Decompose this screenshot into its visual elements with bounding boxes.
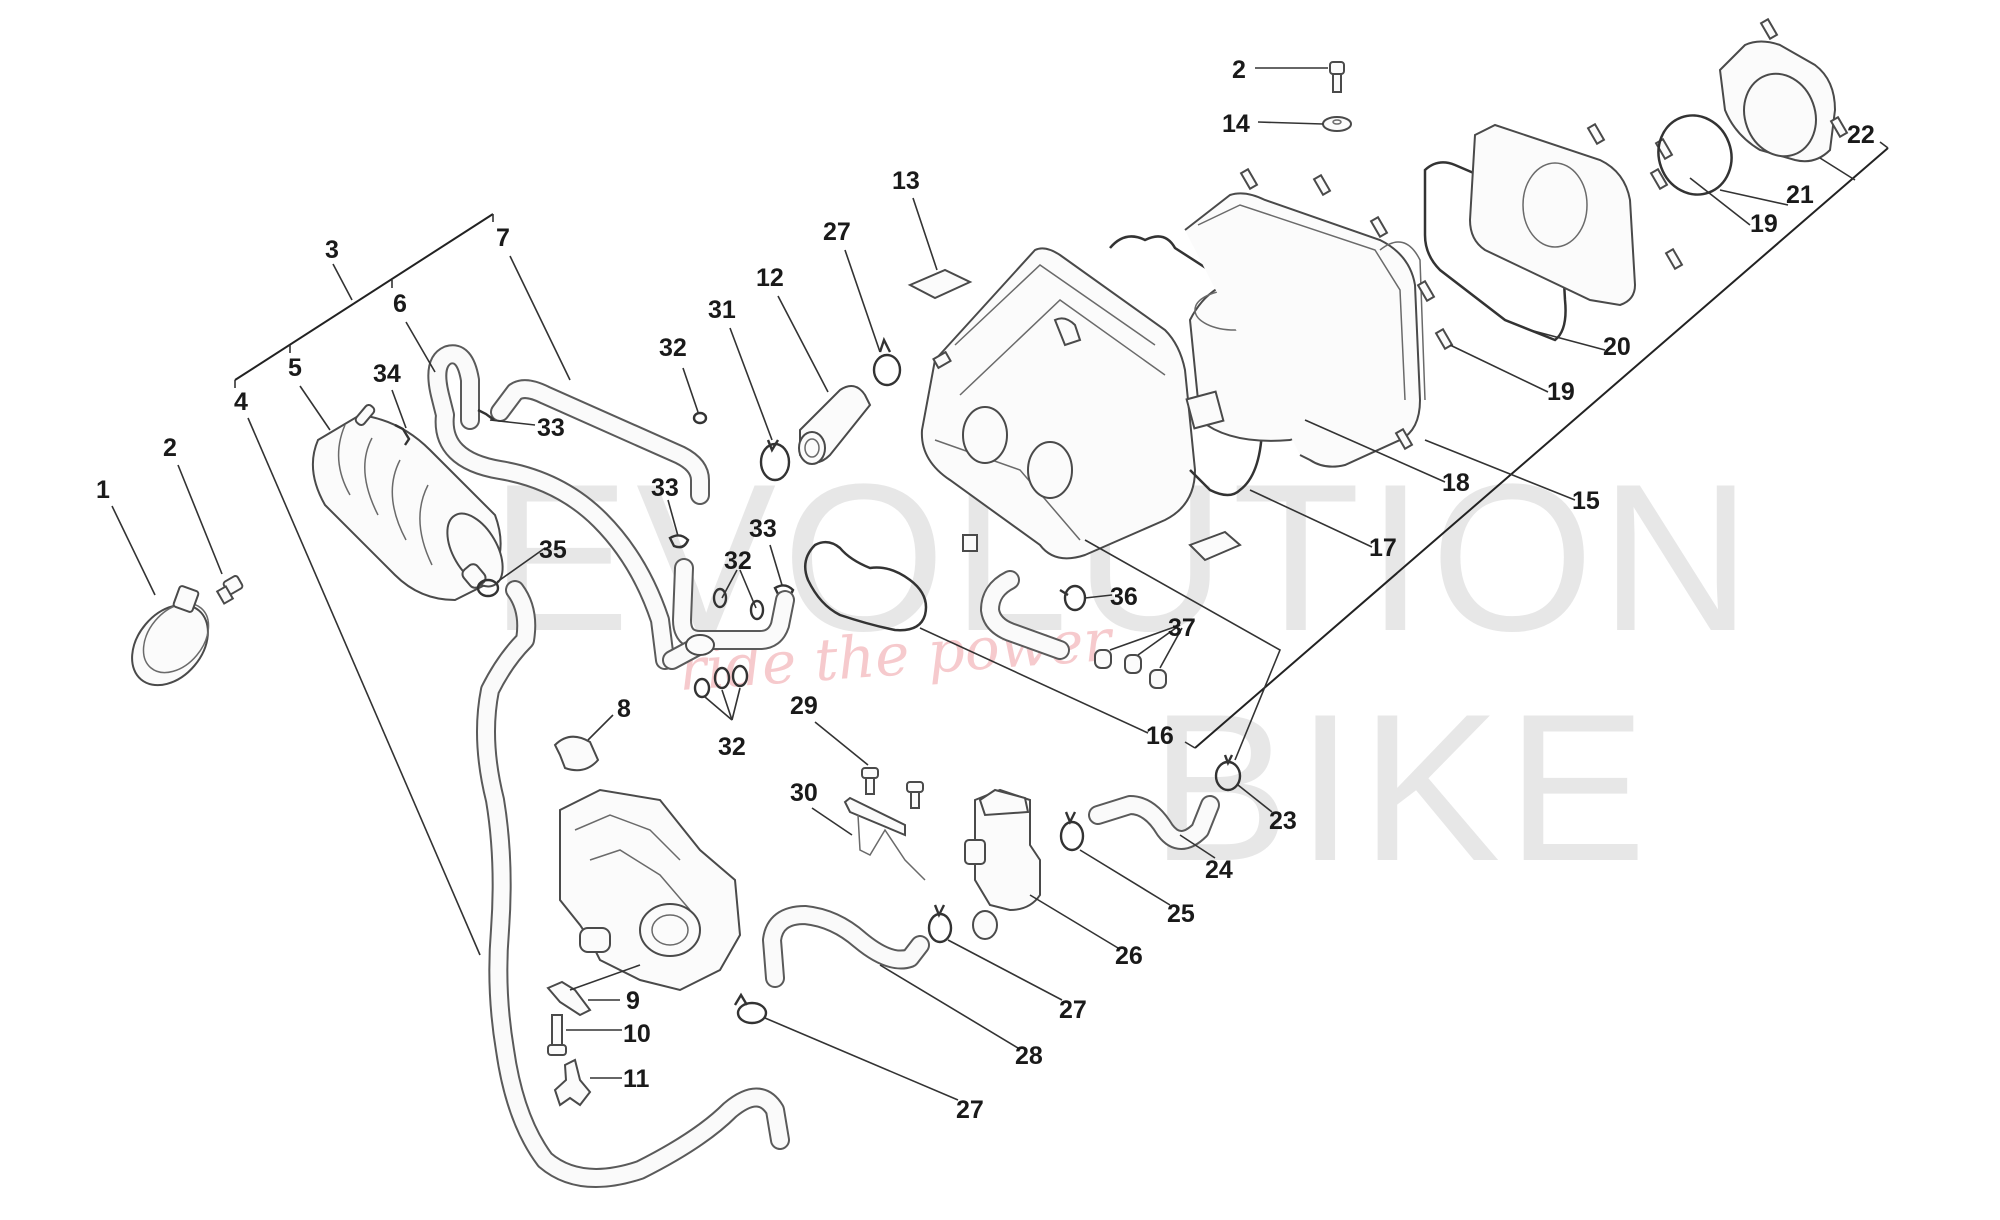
part-label-9: 9 — [626, 987, 640, 1015]
part-label-34: 34 — [373, 360, 401, 388]
t-joint-hose-part — [662, 558, 795, 670]
hose-part-4 — [476, 580, 790, 1188]
part-label-2-top: 2 — [1232, 56, 1246, 84]
part-label-12: 12 — [756, 264, 784, 292]
part-label-35: 35 — [539, 536, 567, 564]
part-label-23: 23 — [1269, 807, 1297, 835]
screw-part — [215, 575, 244, 605]
clamp-part-31 — [759, 439, 791, 482]
clamp-part-27b — [927, 904, 953, 944]
elbow-hose-part — [980, 570, 1070, 660]
gasket-part-16 — [803, 540, 928, 632]
part-label-36: 36 — [1110, 583, 1138, 611]
clip-part-32-group — [693, 587, 765, 699]
part-label-33-c: 33 — [749, 515, 777, 543]
screw-part-29 — [861, 767, 924, 809]
part-label-32-c: 32 — [718, 733, 746, 761]
pipe-part-7 — [490, 379, 710, 505]
part-label-22: 22 — [1847, 121, 1875, 149]
hose-part-6 — [427, 344, 675, 670]
cover-plate-part — [1468, 123, 1637, 307]
part-label-17: 17 — [1369, 534, 1397, 562]
air-valve-part — [964, 788, 1041, 940]
part-label-19-b: 19 — [1547, 378, 1575, 406]
part-label-18: 18 — [1442, 469, 1470, 497]
engine-part — [559, 788, 742, 992]
clip-part-8 — [553, 735, 600, 772]
part-label-11: 11 — [623, 1065, 650, 1093]
part-label-33-b: 33 — [651, 474, 679, 502]
bracket-part-30 — [843, 796, 926, 881]
watermark-brand-line2: BIKE — [1150, 670, 1653, 905]
clamp-part-25 — [1059, 811, 1085, 852]
part-label-26: 26 — [1115, 942, 1143, 970]
part-label-21: 21 — [1786, 181, 1814, 209]
part-label-15: 15 — [1572, 487, 1600, 515]
part-label-28: 28 — [1015, 1042, 1043, 1070]
bolt-part-10 — [547, 1014, 567, 1056]
part-label-16: 16 — [1146, 722, 1174, 750]
clamp-part-35 — [476, 578, 500, 598]
clamp-part-27a — [872, 336, 902, 387]
part-label-24: 24 — [1205, 856, 1233, 884]
part-label-19: 19 — [1750, 210, 1778, 238]
part-label-29: 29 — [790, 692, 818, 720]
clamp-part-23 — [1214, 754, 1242, 792]
screw-washer-part — [1322, 61, 1352, 132]
bracket-part-9 — [546, 980, 592, 1017]
part-label-25: 25 — [1167, 900, 1195, 928]
part-label-8: 8 — [617, 695, 631, 723]
part-label-20: 20 — [1603, 333, 1631, 361]
part-label-27: 27 — [823, 218, 851, 246]
hose-part-28 — [762, 905, 930, 988]
part-label-30: 30 — [790, 779, 818, 807]
ring-part-32 — [692, 411, 708, 425]
part-label-32: 32 — [659, 334, 687, 362]
canister-part — [311, 403, 504, 602]
clip-part-34 — [394, 423, 411, 446]
sleeve-part-12 — [798, 385, 872, 465]
clip-part-37 — [1094, 649, 1167, 689]
part-label-27-b: 27 — [1059, 996, 1087, 1024]
leader-lines — [111, 67, 1889, 1101]
part-label-13: 13 — [892, 167, 920, 195]
part-label-33: 33 — [537, 414, 565, 442]
hose-part-24 — [1088, 795, 1220, 850]
housing-part-15 — [1184, 192, 1426, 468]
intake-flange-part — [1718, 17, 1849, 163]
part-label-27-c: 27 — [956, 1096, 984, 1124]
pad-part-small — [1188, 530, 1242, 562]
part-label-32-b: 32 — [724, 547, 752, 575]
part-number-labels: 1 2 3 4 5 6 7 34 33 32 31 12 27 13 2 14 … — [96, 56, 1875, 1124]
part-label-7: 7 — [496, 224, 510, 252]
part-label-37: 37 — [1168, 614, 1196, 642]
gasket-part-20 — [1423, 161, 1567, 342]
part-label-10: 10 — [623, 1020, 651, 1048]
part-label-6: 6 — [393, 290, 407, 318]
part-label-5: 5 — [288, 354, 302, 382]
part-label-31: 31 — [708, 296, 736, 324]
part-label-1: 1 — [96, 476, 110, 504]
part-label-2: 2 — [163, 434, 177, 462]
band-clamp-part — [131, 585, 210, 687]
clamp-part-27c — [733, 992, 768, 1025]
part-label-3: 3 — [325, 236, 339, 264]
filter-box-part — [920, 247, 1197, 560]
clip-part-11 — [553, 1058, 592, 1107]
part-label-14: 14 — [1222, 110, 1250, 138]
part-label-4: 4 — [234, 388, 248, 416]
pad-part-13 — [907, 268, 973, 300]
